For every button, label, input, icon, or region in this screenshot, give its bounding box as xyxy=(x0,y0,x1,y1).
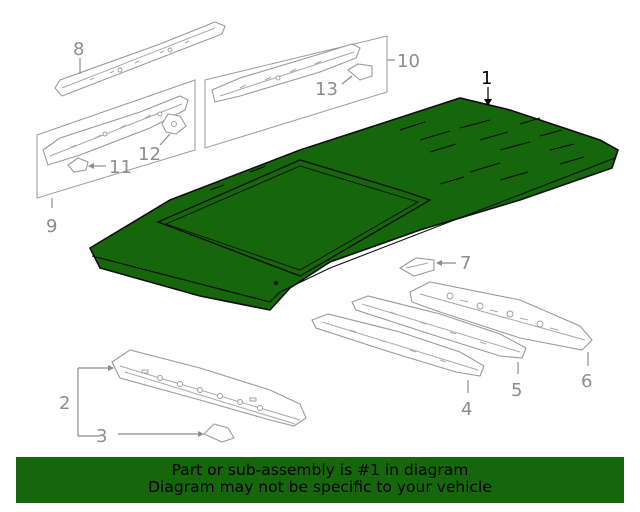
group-10-frame xyxy=(204,35,395,149)
callout-4: 4 xyxy=(461,399,472,420)
part-10-rail[interactable] xyxy=(211,43,361,103)
callout-3: 3 xyxy=(96,426,107,447)
callout-9: 9 xyxy=(46,216,57,237)
callout-8: 8 xyxy=(73,39,84,60)
callout-13: 13 xyxy=(315,79,338,100)
part-7-bracket[interactable] xyxy=(398,257,435,277)
callout-11: 11 xyxy=(109,157,132,178)
leader-12 xyxy=(159,133,171,146)
part-2-front-header[interactable] xyxy=(111,349,307,427)
group-9-frame xyxy=(36,79,196,208)
part-5-bow[interactable] xyxy=(351,295,527,359)
callout-6: 6 xyxy=(581,371,592,392)
info-banner: Part or sub-assembly is #1 in diagram Di… xyxy=(16,457,624,503)
part-6-rear-bow[interactable] xyxy=(409,281,593,351)
part-12-bracket[interactable] xyxy=(161,113,187,135)
part-8-rail[interactable] xyxy=(54,21,226,97)
part-4-bow[interactable] xyxy=(311,313,485,377)
callout-1: 1 xyxy=(481,68,492,89)
callout-7: 7 xyxy=(460,253,471,274)
leader-13 xyxy=(341,75,353,85)
part-11-bracket[interactable] xyxy=(67,157,89,173)
callout-2: 2 xyxy=(59,393,70,414)
callout-5: 5 xyxy=(511,380,522,401)
parts-diagram: 8 9 11 12 10 13 xyxy=(36,21,619,447)
part-3-bracket[interactable] xyxy=(203,423,235,443)
part-9-rail[interactable] xyxy=(42,95,189,166)
part-13-bracket[interactable] xyxy=(347,63,373,81)
banner-line-1: Part or sub-assembly is #1 in diagram xyxy=(171,461,469,479)
callout-10: 10 xyxy=(397,51,420,72)
leader-2 xyxy=(77,367,112,437)
callout-12: 12 xyxy=(138,144,161,165)
part-1-roof-panel[interactable] xyxy=(88,97,619,311)
banner-line-2: Diagram may not be specific to your vehi… xyxy=(148,478,492,496)
